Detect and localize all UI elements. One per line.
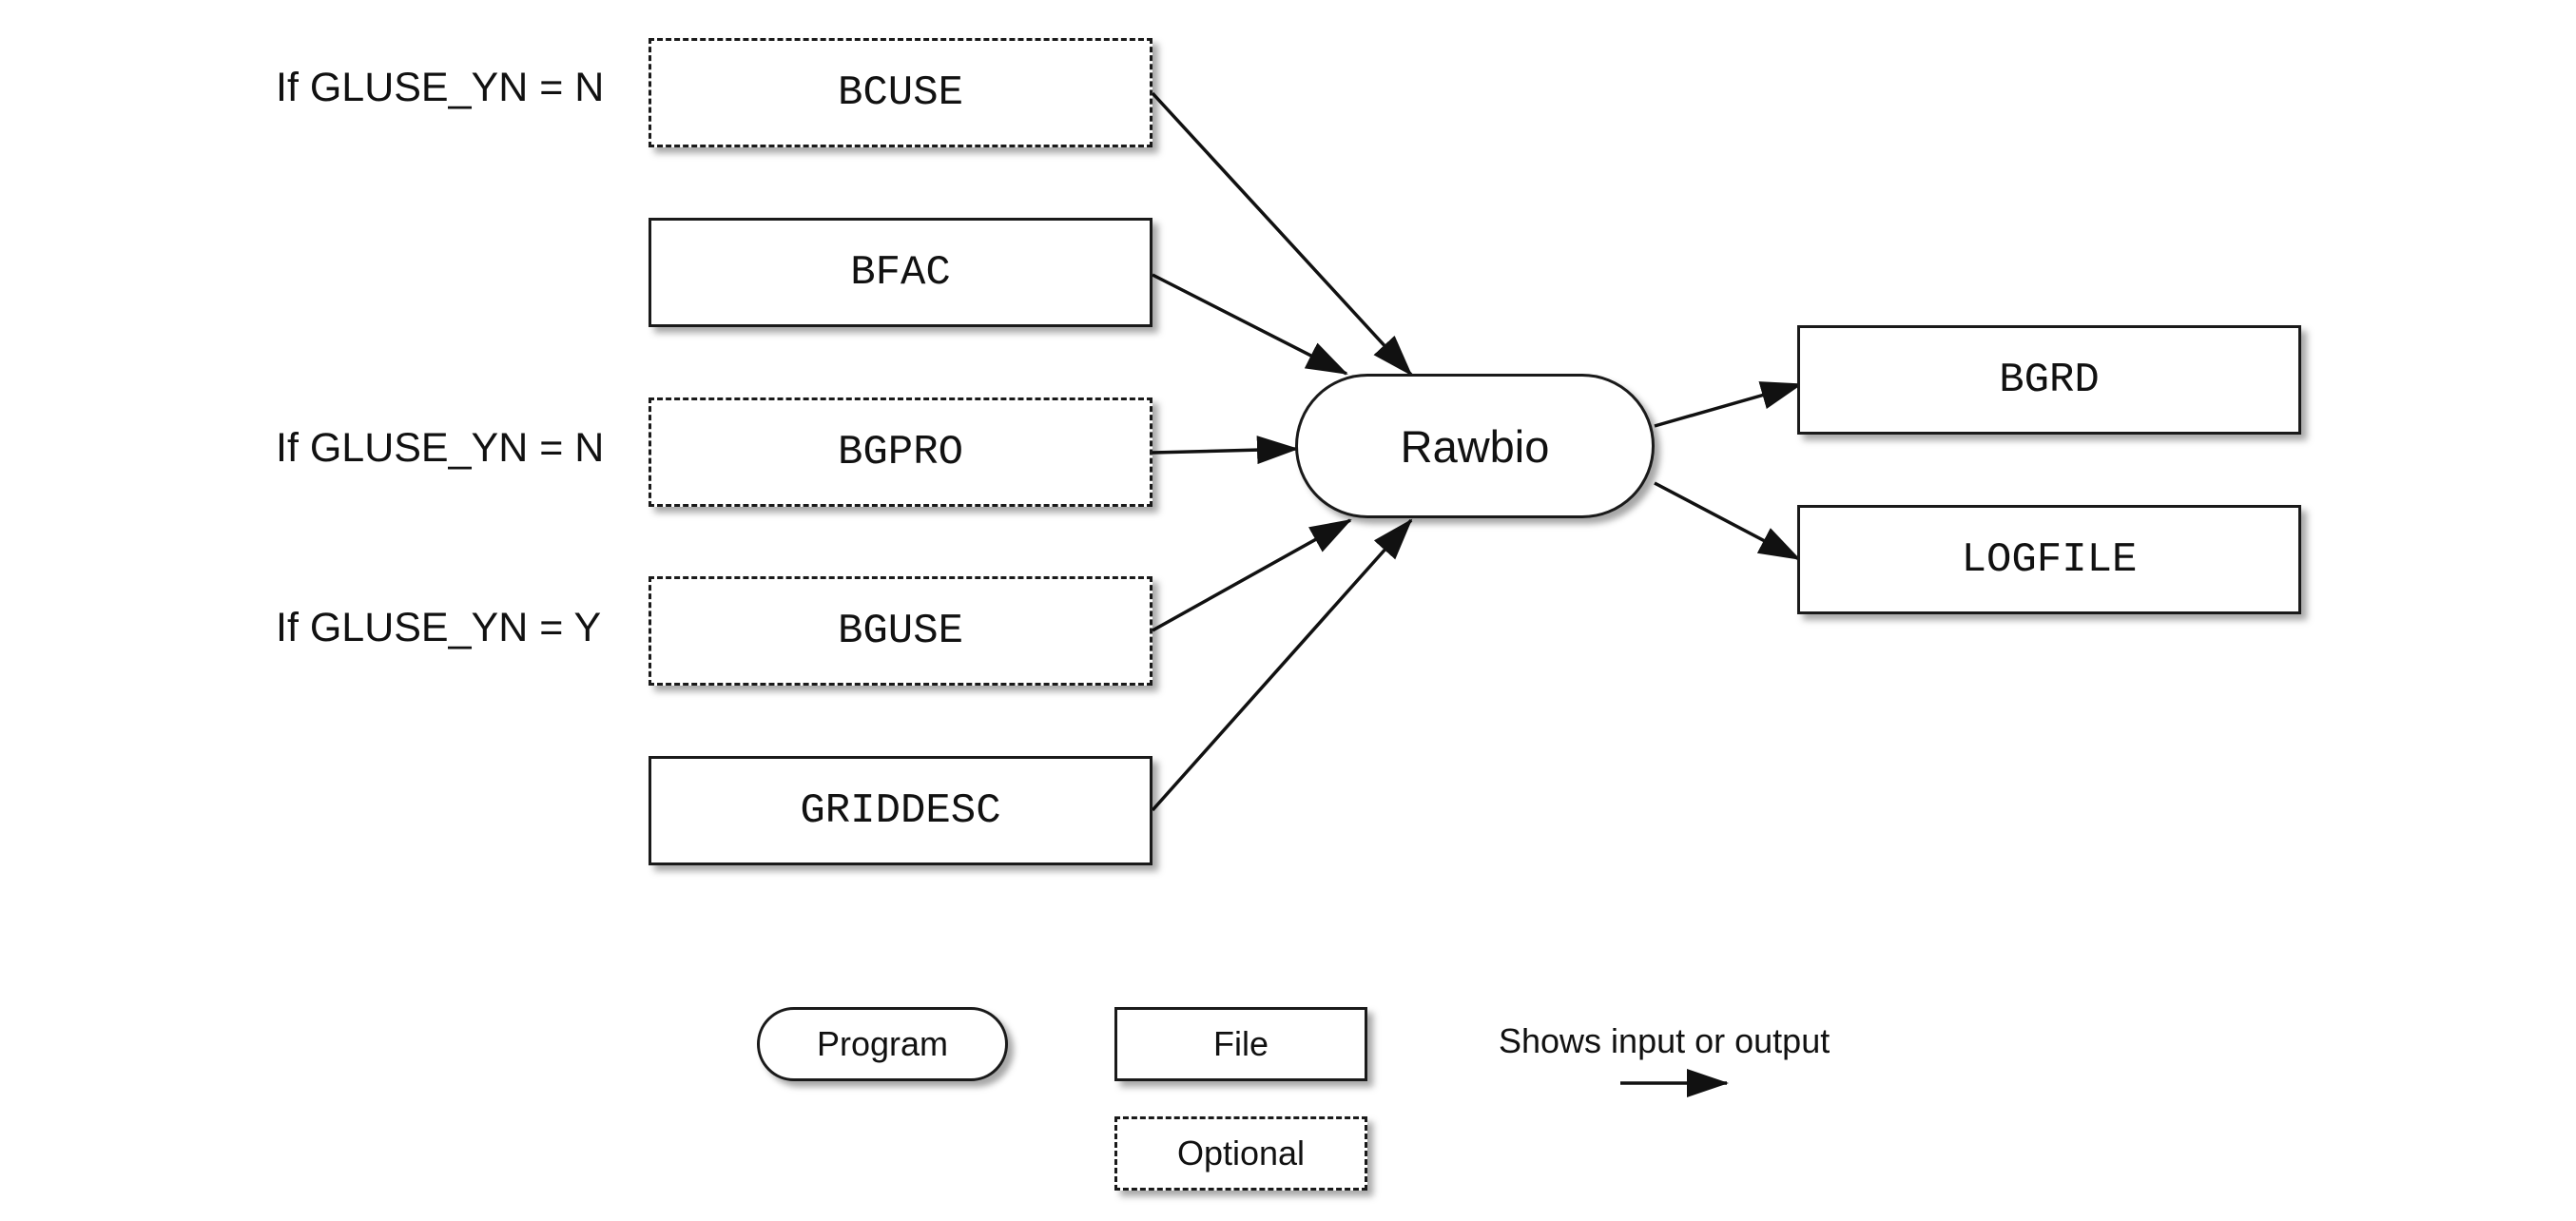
arrow-bfac-to-rawbio xyxy=(1152,273,1348,376)
file-box-bgpro: BGPRO xyxy=(649,397,1152,507)
file-label-logfile: LOGFILE xyxy=(1961,535,2138,584)
program-node-rawbio: Rawbio xyxy=(1295,374,1655,518)
file-label-griddesc: GRIDDESC xyxy=(800,786,1001,835)
arrow-rawbio-to-logfile xyxy=(1654,481,1801,561)
file-label-bfac: BFAC xyxy=(850,248,951,297)
legend-file-shape: File xyxy=(1114,1007,1367,1081)
file-label-bguse: BGUSE xyxy=(837,607,964,655)
legend-program-label: Program xyxy=(816,1024,949,1063)
arrow-rawbio-to-bgrd xyxy=(1654,381,1803,428)
legend-optional-shape: Optional xyxy=(1114,1116,1367,1191)
program-label: Rawbio xyxy=(1400,420,1550,472)
arrow-griddesc-to-rawbio xyxy=(1151,518,1413,812)
file-box-bcuse: BCUSE xyxy=(649,38,1152,147)
condition-label-bcuse: If GLUSE_YN = N xyxy=(276,65,605,110)
legend-arrow-label: Shows input or output xyxy=(1499,1021,1830,1060)
file-box-bfac: BFAC xyxy=(649,218,1152,327)
arrow-bcuse-to-rawbio xyxy=(1151,91,1413,377)
file-box-bguse: BGUSE xyxy=(649,576,1152,686)
file-label-bgpro: BGPRO xyxy=(837,428,964,476)
file-box-griddesc: GRIDDESC xyxy=(649,756,1152,865)
file-box-logfile: LOGFILE xyxy=(1797,505,2301,614)
file-label-bcuse: BCUSE xyxy=(837,68,964,117)
arrow-bguse-to-rawbio xyxy=(1152,518,1352,632)
legend-program-shape: Program xyxy=(757,1007,1008,1081)
legend-optional-label: Optional xyxy=(1176,1134,1306,1173)
file-box-bgrd: BGRD xyxy=(1797,325,2301,435)
condition-label-bguse: If GLUSE_YN = Y xyxy=(276,605,602,650)
arrow-bgpro-to-rawbio xyxy=(1152,436,1299,465)
condition-label-bgpro: If GLUSE_YN = N xyxy=(276,425,605,471)
file-label-bgrd: BGRD xyxy=(1999,356,2100,404)
legend-file-label: File xyxy=(1212,1024,1269,1063)
